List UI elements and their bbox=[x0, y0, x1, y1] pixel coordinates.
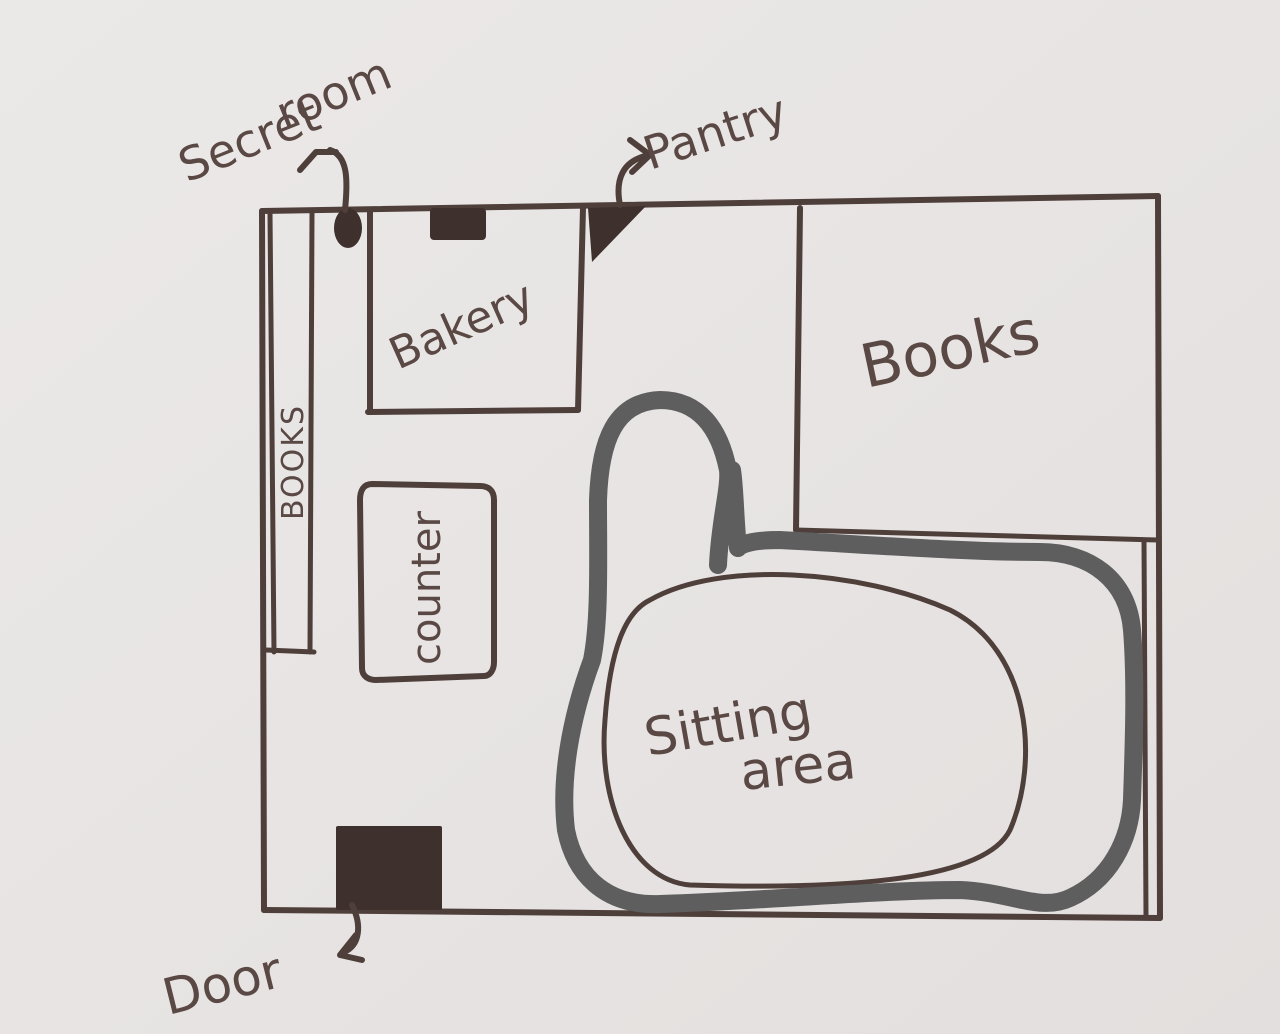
counter bbox=[357, 481, 497, 683]
sitting-area bbox=[601, 572, 1028, 889]
highlight-outline bbox=[555, 391, 1144, 914]
books-left-label: BOOKS bbox=[276, 404, 311, 520]
books-room bbox=[793, 205, 1161, 919]
sitting-area-label-line2: area bbox=[737, 731, 859, 803]
pantry-marker bbox=[588, 137, 653, 262]
bakery-room bbox=[365, 205, 586, 415]
secret-room-marker bbox=[297, 147, 362, 248]
left-bookshelf bbox=[263, 210, 317, 655]
door bbox=[336, 826, 442, 963]
counter-label: counter bbox=[404, 511, 450, 665]
outer-walls bbox=[259, 193, 1163, 921]
